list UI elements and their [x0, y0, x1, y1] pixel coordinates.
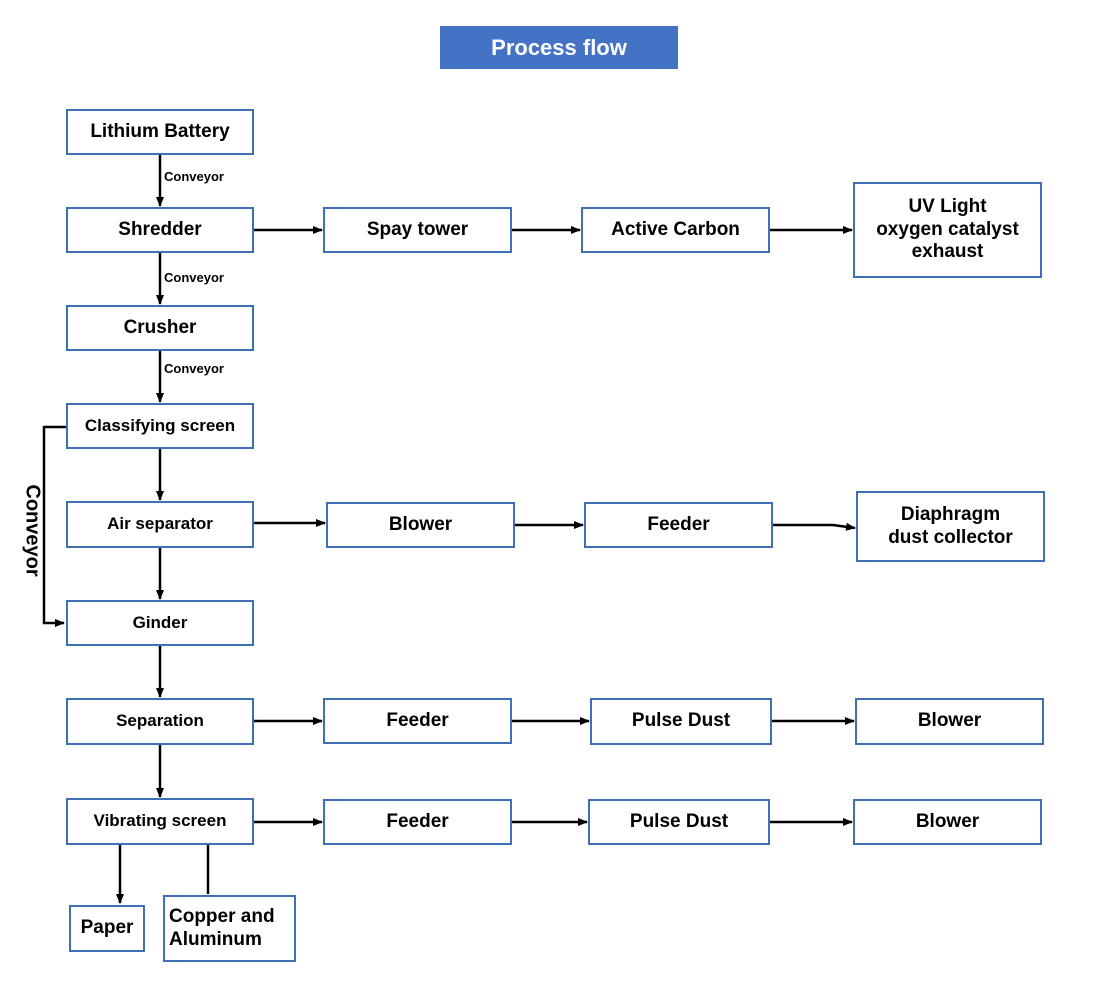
edge-feeder-diaphragm: [773, 522, 856, 531]
node-classifying-screen: Classifying screen: [66, 403, 254, 449]
node-blower-3: Blower: [853, 799, 1042, 845]
node-separation: Separation: [66, 698, 254, 745]
node-feeder-3: Feeder: [323, 799, 512, 845]
node-air-separator: Air separator: [66, 501, 254, 548]
edge-side-conveyor: [42, 425, 66, 627]
node-uv-light-label: UV Light oxygen catalyst exhaust: [876, 195, 1019, 263]
node-vibrating-screen: Vibrating screen: [66, 798, 254, 845]
node-ginder: Ginder: [66, 600, 254, 646]
node-lithium-battery: Lithium Battery: [66, 109, 254, 155]
node-spay-tower: Spay tower: [323, 207, 512, 253]
node-crusher: Crusher: [66, 305, 254, 351]
node-feeder-1: Feeder: [584, 502, 773, 548]
node-paper: Paper: [69, 905, 145, 952]
node-feeder-2: Feeder: [323, 698, 512, 744]
node-active-carbon: Active Carbon: [581, 207, 770, 253]
node-blower-2: Blower: [855, 698, 1044, 745]
node-diaphragm-label: Diaphragm dust collector: [888, 503, 1013, 548]
node-pulse-dust-2: Pulse Dust: [588, 799, 770, 845]
node-uv-light: UV Light oxygen catalyst exhaust: [853, 182, 1042, 278]
node-diaphragm-dust-collector: Diaphragm dust collector: [856, 491, 1045, 562]
edge-label-conveyor-side-wrap: Conveyor: [2, 470, 62, 590]
edge-label-conveyor-2: Conveyor: [164, 270, 224, 285]
node-blower-1: Blower: [326, 502, 515, 548]
edge-label-conveyor-3: Conveyor: [164, 361, 224, 376]
edge-label-conveyor-1: Conveyor: [164, 169, 224, 184]
node-pulse-dust-1: Pulse Dust: [590, 698, 772, 745]
edge-label-conveyor-side: Conveyor: [21, 483, 44, 577]
node-shredder: Shredder: [66, 207, 254, 253]
node-copper-aluminum: Copper and Aluminum: [163, 895, 296, 962]
diagram-title: Process flow: [440, 26, 678, 69]
node-copper-aluminum-label: Copper and Aluminum: [169, 905, 275, 950]
